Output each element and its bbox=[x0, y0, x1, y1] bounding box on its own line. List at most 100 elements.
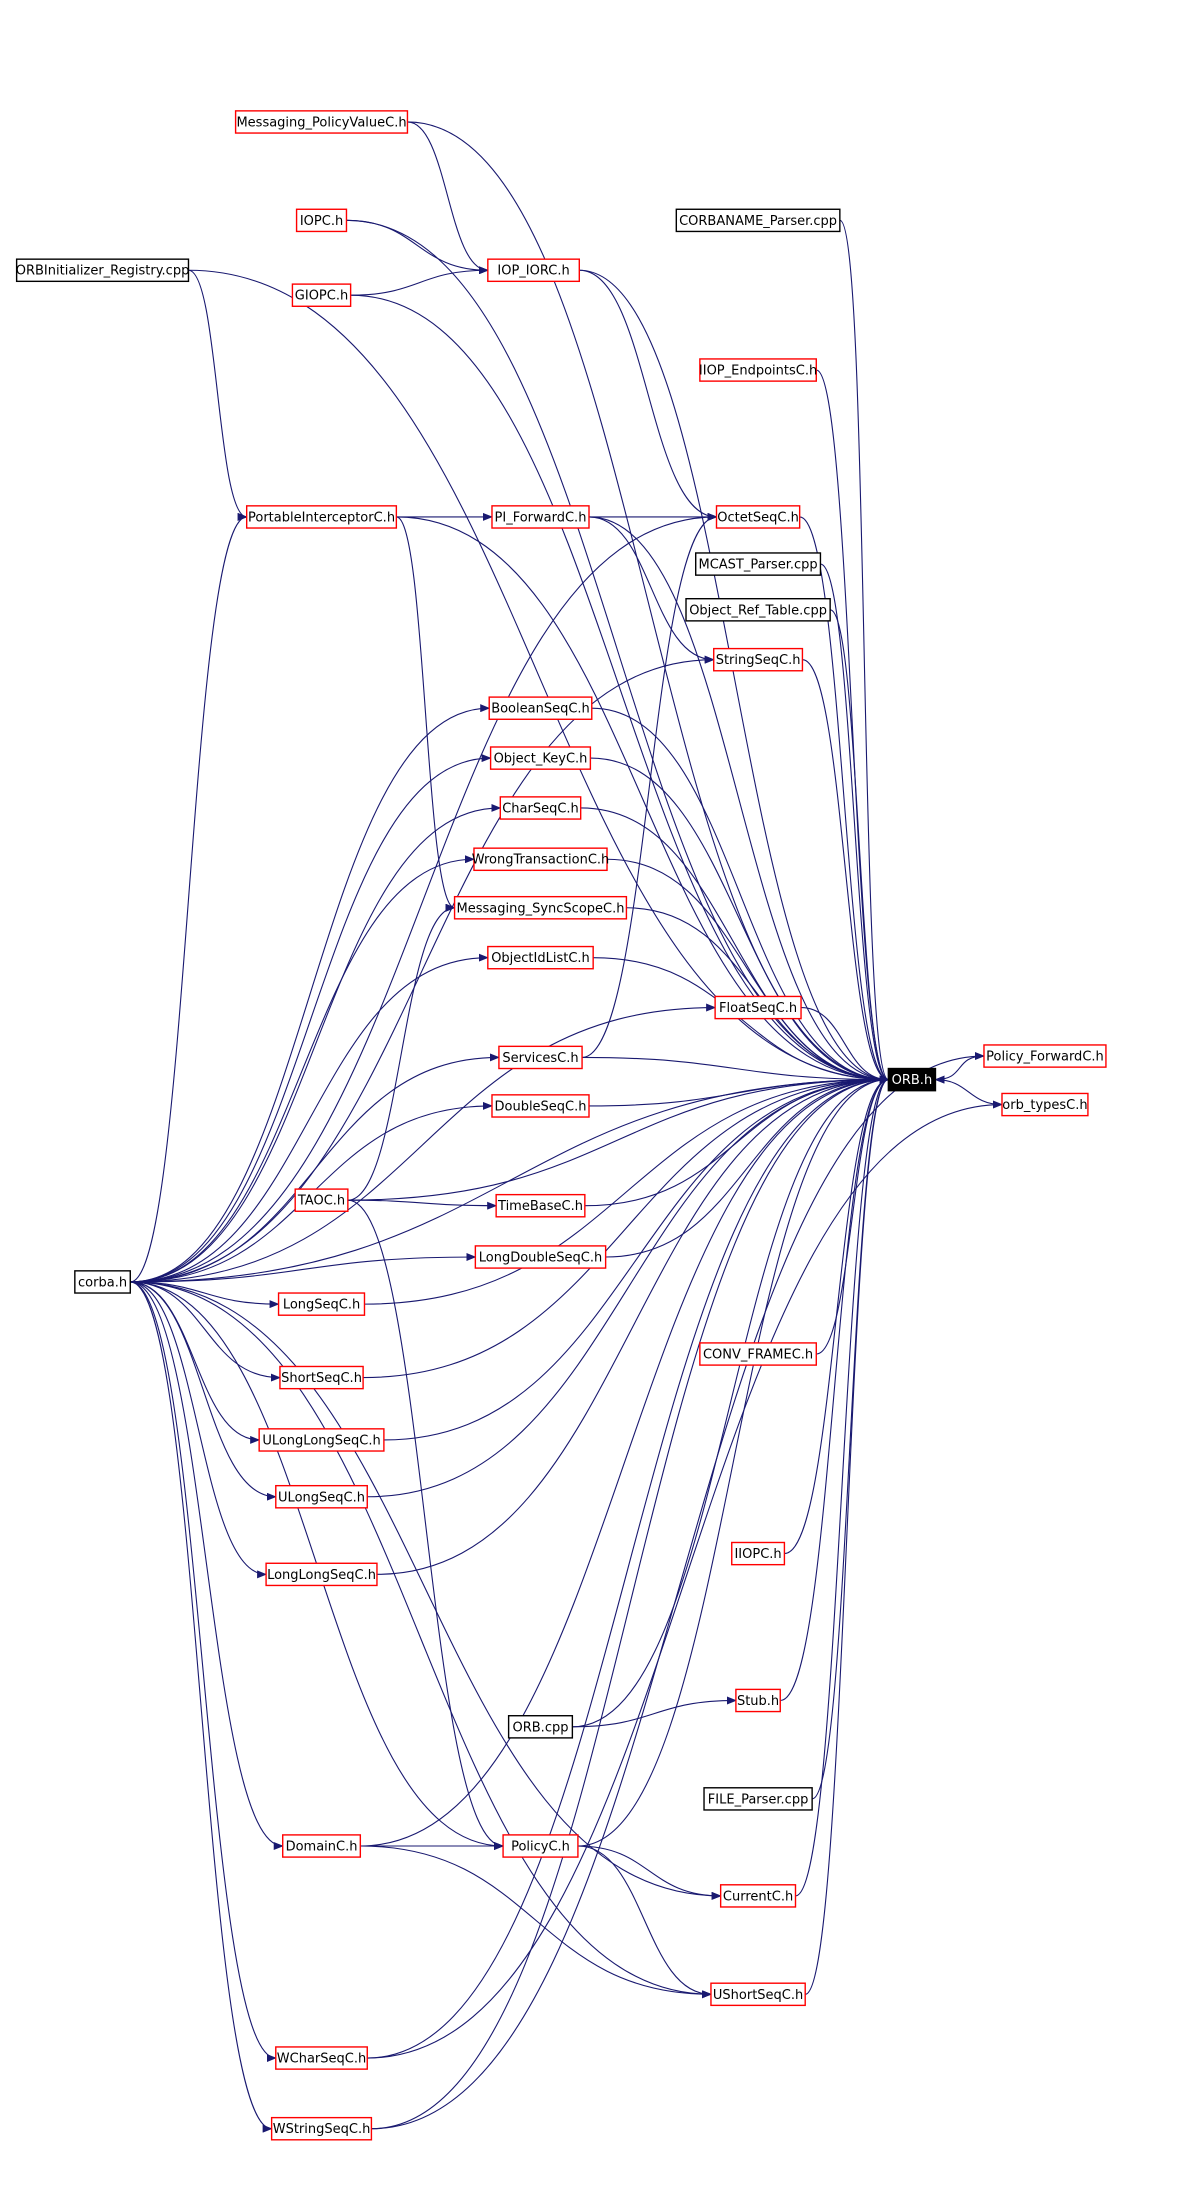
node-pi-forwardc-h[interactable]: PI_ForwardC.h bbox=[491, 505, 590, 529]
node-label: WStringSeqC.h bbox=[273, 2122, 371, 2137]
node-ushortseqc-h[interactable]: UShortSeqC.h bbox=[710, 1982, 806, 2007]
node-label: PolicyC.h bbox=[511, 1839, 570, 1854]
node-octetseqc-h[interactable]: OctetSeqC.h bbox=[715, 505, 801, 529]
node-orb-cpp[interactable]: ORB.cpp bbox=[507, 1715, 574, 1739]
node-label: DoubleSeqC.h bbox=[494, 1099, 586, 1114]
node-box bbox=[453, 895, 628, 920]
node-label: IIOPC.h bbox=[734, 1547, 781, 1562]
node-iopc-h[interactable]: IOPC.h bbox=[295, 208, 348, 233]
edge-corba_h-to-currentc_h bbox=[130, 1281, 722, 1900]
node-box bbox=[234, 110, 409, 134]
edge-corba_h-to-objectidlistc_h bbox=[130, 953, 489, 1283]
node-label: Stub.h bbox=[737, 1694, 779, 1709]
node-taoc-h[interactable]: TAOC.h bbox=[294, 1188, 349, 1212]
node-box bbox=[685, 598, 831, 622]
node-stringseqc-h[interactable]: StringSeqC.h bbox=[713, 647, 804, 672]
node-label: CharSeqC.h bbox=[502, 801, 579, 816]
edge-corba_h-to-ulongseqc_h bbox=[130, 1281, 277, 1501]
edge-wcharseqc_h-to-orb_typesc_h bbox=[367, 1100, 1003, 2059]
node-mcast-parser-cpp[interactable]: MCAST_Parser.cpp bbox=[695, 552, 822, 576]
node-orb-h[interactable]: ORB.h bbox=[887, 1067, 937, 1092]
edge-corba_h-to-domainc_h bbox=[130, 1281, 284, 1850]
edge-corba_h-to-stringseqc_h bbox=[130, 655, 715, 1283]
node-label: WCharSeqC.h bbox=[277, 2052, 366, 2067]
node-wrongtransactionc-h[interactable]: WrongTransactionC.h bbox=[472, 847, 610, 872]
node-domainc-h[interactable]: DomainC.h bbox=[282, 1834, 362, 1858]
edge-corba_h-to-octetseqc_h bbox=[130, 512, 718, 1283]
node-corba-h[interactable]: corba.h bbox=[74, 1270, 131, 1294]
edge-wrongtransactionc_h-to-orb_h bbox=[607, 858, 890, 1084]
node-iiopc-h[interactable]: IIOPC.h bbox=[731, 1541, 786, 1566]
node-label: TAOC.h bbox=[297, 1194, 345, 1209]
node-servicesc-h[interactable]: ServicesC.h bbox=[498, 1045, 583, 1070]
node-currentc-h[interactable]: CurrentC.h bbox=[719, 1884, 797, 1908]
edge-corba_h-to-booleanseqc_h bbox=[130, 704, 491, 1283]
edge-taoc_h-to-messaging_syncscopec_h bbox=[347, 903, 456, 1201]
edge-layer bbox=[130, 121, 1003, 2133]
node-objectidlistc-h[interactable]: ObjectIdListC.h bbox=[487, 945, 594, 970]
node-booleanseqc-h[interactable]: BooleanSeqC.h bbox=[488, 696, 593, 720]
node-box bbox=[282, 1834, 362, 1858]
node-messaging-policyvaluec-h[interactable]: Messaging_PolicyValueC.h bbox=[234, 110, 409, 134]
node-wcharseqc-h[interactable]: WCharSeqC.h bbox=[275, 2046, 368, 2070]
node-orbinitializer-registry-cpp[interactable]: ORBInitializer_Registry.cpp bbox=[16, 258, 190, 283]
edge-policyc_h-to-orb_h bbox=[577, 1075, 890, 1847]
node-policyc-h[interactable]: PolicyC.h bbox=[502, 1834, 579, 1858]
edge-corba_h-to-wcharseqc_h bbox=[130, 1281, 277, 2062]
node-charseqc-h[interactable]: CharSeqC.h bbox=[499, 796, 582, 820]
node-stub-h[interactable]: Stub.h bbox=[735, 1688, 781, 1713]
node-ulonglongseqc-h[interactable]: ULongLongSeqC.h bbox=[258, 1428, 385, 1452]
node-messaging-syncscopec-h[interactable]: Messaging_SyncScopeC.h bbox=[453, 895, 628, 920]
node-box bbox=[502, 1834, 579, 1858]
edge-pi_forwardc_h-to-stringseqc_h bbox=[588, 516, 715, 664]
edge-giopc_h-to-orb_h bbox=[350, 294, 890, 1084]
node-box bbox=[487, 258, 580, 283]
node-iiop-endpointsc-h[interactable]: IIOP_EndpointsC.h bbox=[699, 358, 817, 382]
node-policy-forwardc-h[interactable]: Policy_ForwardC.h bbox=[983, 1044, 1107, 1068]
node-label: Object_Ref_Table.cpp bbox=[689, 603, 827, 618]
node-shortseqc-h[interactable]: ShortSeqC.h bbox=[279, 1365, 364, 1390]
node-box bbox=[245, 505, 398, 529]
node-label: DomainC.h bbox=[286, 1839, 358, 1854]
node-giopc-h[interactable]: GIOPC.h bbox=[291, 283, 352, 307]
node-portableinterceptorc-h[interactable]: PortableInterceptorC.h bbox=[245, 505, 398, 529]
node-label: Messaging_SyncScopeC.h bbox=[457, 901, 625, 916]
node-box bbox=[491, 505, 590, 529]
edge-iopc_h-to-iop_iorc_h bbox=[346, 219, 489, 275]
edge-longdoubleseqc_h-to-orb_h bbox=[605, 1075, 890, 1258]
edge-taoc_h-to-policyc_h bbox=[347, 1199, 505, 1850]
node-timebasec-h[interactable]: TimeBaseC.h bbox=[495, 1193, 586, 1218]
edge-servicesc_h-to-octetseqc_h bbox=[582, 513, 718, 1058]
node-label: ULongLongSeqC.h bbox=[262, 1433, 380, 1448]
node-longlongseqc-h[interactable]: LongLongSeqC.h bbox=[265, 1562, 378, 1587]
edge-policyc_h-to-currentc_h bbox=[577, 1845, 722, 1900]
node-box bbox=[675, 208, 841, 233]
node-doubleseqc-h[interactable]: DoubleSeqC.h bbox=[491, 1094, 590, 1118]
node-ulongseqc-h[interactable]: ULongSeqC.h bbox=[275, 1484, 368, 1509]
node-box bbox=[270, 2116, 373, 2141]
node-label: ORBInitializer_Registry.cpp bbox=[16, 264, 190, 279]
node-label: IOP_IORC.h bbox=[497, 264, 569, 279]
edge-ulongseqc_h-to-orb_h bbox=[367, 1075, 890, 1498]
node-box bbox=[1001, 1092, 1089, 1117]
node-label: CurrentC.h bbox=[723, 1889, 793, 1904]
edge-file_parser_cpp-to-orb_h bbox=[811, 1075, 890, 1800]
node-file-parser-cpp[interactable]: FILE_Parser.cpp bbox=[703, 1787, 813, 1811]
node-box bbox=[710, 1982, 806, 2007]
node-label: IOPC.h bbox=[300, 214, 343, 229]
node-orb-typesc-h[interactable]: orb_typesC.h bbox=[1001, 1092, 1089, 1117]
node-label: Object_KeyC.h bbox=[494, 752, 588, 767]
node-box bbox=[983, 1044, 1107, 1068]
node-object-ref-table-cpp[interactable]: Object_Ref_Table.cpp bbox=[685, 598, 831, 622]
node-wstringseqc-h[interactable]: WStringSeqC.h bbox=[270, 2116, 373, 2141]
node-corbaname-parser-cpp[interactable]: CORBANAME_Parser.cpp bbox=[675, 208, 841, 233]
node-conv-framec-h[interactable]: CONV_FRAMEC.h bbox=[699, 1342, 817, 1366]
node-label: ServicesC.h bbox=[502, 1051, 578, 1066]
node-floatseqc-h[interactable]: FloatSeqC.h bbox=[714, 995, 802, 1020]
node-object-keyc-h[interactable]: Object_KeyC.h bbox=[489, 746, 592, 770]
node-longdoubleseqc-h[interactable]: LongDoubleSeqC.h bbox=[474, 1245, 607, 1269]
node-longseqc-h[interactable]: LongSeqC.h bbox=[277, 1292, 366, 1316]
node-box bbox=[265, 1562, 378, 1587]
node-box bbox=[699, 358, 817, 382]
node-iop-iorc-h[interactable]: IOP_IORC.h bbox=[487, 258, 580, 283]
